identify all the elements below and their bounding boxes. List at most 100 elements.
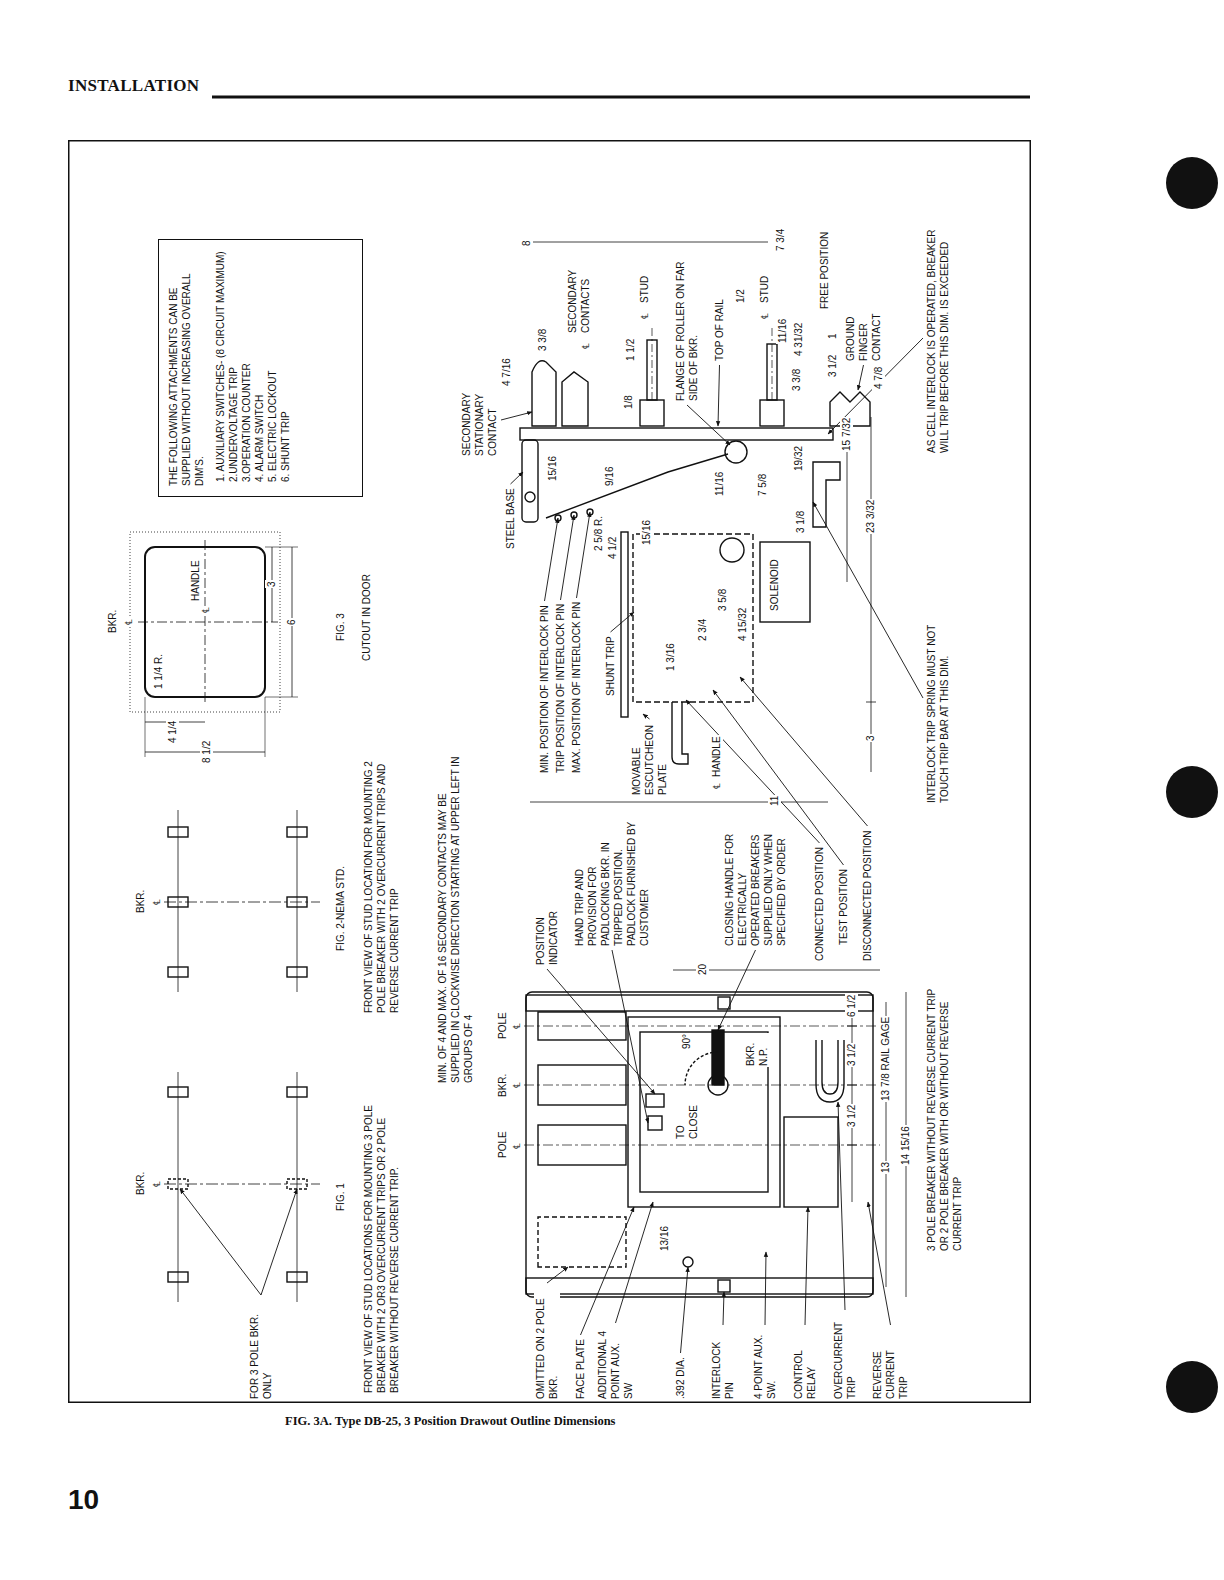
breaker-front-view xyxy=(524,1145,880,1146)
stud-layout-drawing xyxy=(287,1272,307,1282)
dimension-text: 3 1/8 xyxy=(794,510,807,534)
callout-text: REVERSE CURRENT TRIP xyxy=(871,1328,910,1400)
stud-layout-drawing xyxy=(287,1179,307,1189)
dimension-text: 1 1/2 xyxy=(624,338,637,362)
callout-text: FREE POSITION xyxy=(818,231,831,310)
dimension-text: 2 5/8 R. xyxy=(592,515,605,552)
leader-line xyxy=(868,1202,891,1325)
callout-text: STUD xyxy=(638,275,651,304)
note-heading: THE FOLLOWING ATTACHMENTS CAN BE SUPPLIE… xyxy=(167,250,206,486)
leader-line xyxy=(643,714,650,719)
callout-text: TEST POSITION xyxy=(837,868,850,946)
callout-text: SECONDARY CONTACTS xyxy=(566,260,592,334)
dimension-text: 3 3/8 xyxy=(536,328,549,352)
breaker-front-view xyxy=(526,992,873,1297)
callout-text: FIG. 3 xyxy=(334,612,347,642)
dimension-text: 3 1/2 xyxy=(845,1043,858,1067)
door-cutout-drawing xyxy=(265,697,266,757)
dimension-text: 3 xyxy=(864,734,877,742)
breaker-side-view xyxy=(760,400,784,426)
breaker-side-view xyxy=(720,538,744,562)
leader-line xyxy=(718,950,756,1030)
stud-layout-drawing xyxy=(164,1072,320,1302)
centerline-symbol: ℄ xyxy=(150,898,163,906)
callout-text: 4 POINT AUX. SW. xyxy=(752,1328,778,1400)
callout-text: POSITION INDICATOR xyxy=(534,892,560,966)
callout-text: AS CELL INTERLOCK IS OPERATED, BREAKER W… xyxy=(925,222,951,454)
page-furniture xyxy=(1166,1361,1218,1413)
centerline-symbol: ℄ xyxy=(199,606,212,614)
breaker-side-view xyxy=(813,462,840,527)
callout-text: CONNECTED POSITION xyxy=(813,846,826,962)
note-item: 2.UNDERVOLTAGE TRIP xyxy=(227,250,240,486)
dimension-text: 14 15/16 xyxy=(899,1125,912,1166)
leader-line xyxy=(511,472,524,484)
leader-line xyxy=(547,1267,568,1283)
callout-text: INTERLOCK TRIP SPRING MUST NOT TOUCH TRI… xyxy=(925,592,951,804)
door-cutout-drawing xyxy=(205,540,206,702)
door-cutout-drawing xyxy=(145,697,146,757)
breaker-front-view xyxy=(524,1085,880,1086)
door-cutout-drawing xyxy=(130,532,280,712)
dimension-text: 15 7/32 xyxy=(840,417,853,452)
breaker-side-view xyxy=(772,327,773,400)
callout-text: BKR. xyxy=(496,1073,509,1098)
leader-line xyxy=(547,969,655,1094)
leader-line xyxy=(858,365,864,390)
dimension-text: 3 5/8 xyxy=(716,588,729,612)
centerline-symbol: ℄ xyxy=(579,342,592,350)
note-item: 1. AUXILIARY SWITCHES- (8 CIRCUIT MAXIMU… xyxy=(214,250,227,486)
callout-text: ADDITIONAL 4 POINT AUX. SW xyxy=(596,1326,635,1400)
leader-line xyxy=(261,1189,297,1295)
breaker-front-view xyxy=(526,1278,873,1294)
dimension-text: 1/8 xyxy=(622,394,635,410)
centerline-symbol: ℄ xyxy=(758,312,771,320)
breaker-front-view xyxy=(683,1257,693,1267)
page-furniture xyxy=(1166,157,1218,209)
leader-line xyxy=(838,1102,845,1310)
callout-text: CONTROL RELAY xyxy=(792,1328,818,1400)
callout-text: FRONT VIEW OF STUD LOCATION FOR MOUNTING… xyxy=(362,742,401,1014)
stud-layout-drawing xyxy=(168,1179,188,1189)
stud-layout-drawing xyxy=(168,1087,188,1097)
leader-line xyxy=(723,1292,724,1325)
stud-layout-drawing xyxy=(178,1072,179,1302)
dimension-text: 1 3/16 xyxy=(664,642,677,672)
stud-layout-drawing xyxy=(168,967,188,977)
dimension-text: 1/2 xyxy=(734,288,747,304)
breaker-front-view xyxy=(648,1116,662,1130)
leader-line xyxy=(740,677,868,826)
page-number: 10 xyxy=(68,1486,99,1514)
callout-text: STUD xyxy=(758,275,771,304)
callout-text: POLE xyxy=(496,1130,509,1159)
note-item: 4. ALARM SWITCH xyxy=(253,250,266,486)
dimension-text: 4 15/32 xyxy=(736,607,749,642)
centerline-symbol: ℄ xyxy=(638,312,651,320)
figure-caption: FIG. 3A. Type DB-25, 3 Position Drawout … xyxy=(285,1414,615,1429)
stud-layout-drawing xyxy=(287,897,307,907)
dimension-text: 3 3/8 xyxy=(790,368,803,392)
breaker-side-view xyxy=(522,440,538,522)
centerline-symbol: ℄ xyxy=(510,1022,523,1030)
centerline-symbol: ℄ xyxy=(150,1180,163,1188)
stud-layout-drawing xyxy=(297,1072,298,1302)
callout-text: MOVABLE ESCUTCHEON PLATE xyxy=(630,722,669,796)
leader-line xyxy=(545,518,559,601)
callout-text: MAX. POSITION OF INTERLOCK PIN xyxy=(570,601,583,774)
note-item: 3.OPERATION COUNTER xyxy=(240,250,253,486)
leader-line xyxy=(681,1267,689,1353)
note-item: 6. SHUNT TRIP xyxy=(279,250,292,486)
dimension-text: 4 7/16 xyxy=(500,357,513,387)
callout-text: HANDLE xyxy=(710,735,723,778)
centerline-symbol: ℄ xyxy=(510,1081,523,1089)
leader-line xyxy=(718,365,720,426)
door-cutout-drawing xyxy=(138,622,278,623)
breaker-front-view xyxy=(526,995,873,1011)
callout-text: MIN. OF 4 AND MAX. OF 16 SECONDARY CONTA… xyxy=(436,752,475,1084)
door-cutout-drawing xyxy=(130,532,298,757)
callout-text: TO CLOSE xyxy=(674,1102,700,1140)
callout-text: BKR. xyxy=(134,1171,147,1196)
centerline-symbol: ℄ xyxy=(710,782,723,790)
dimension-line xyxy=(847,1085,857,1086)
callout-text: OMITTED ON 2 POLE BKR. xyxy=(534,1286,560,1400)
